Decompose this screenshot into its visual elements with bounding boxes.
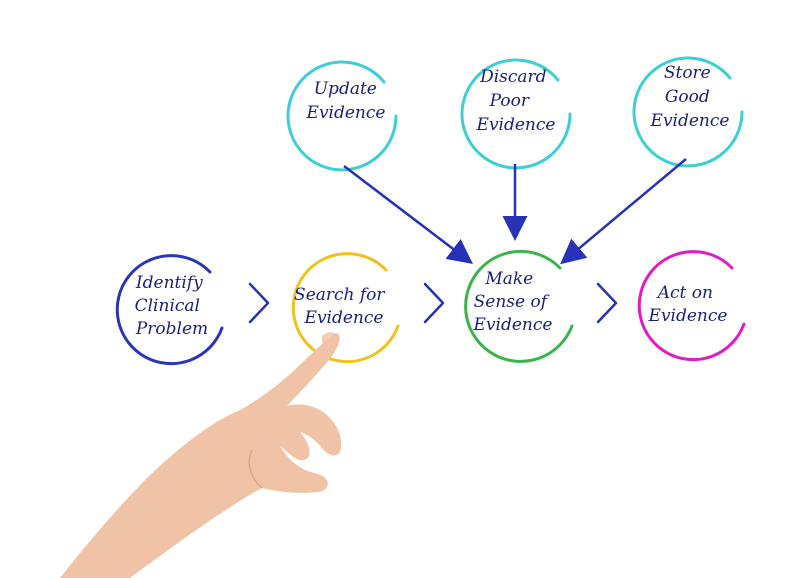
search-line-2: Evidence (304, 308, 384, 328)
search-for-evidence-label: Search for Evidence (294, 285, 390, 328)
chevron-2-icon (423, 282, 445, 324)
update-evidence-circle (286, 60, 398, 172)
identify-clinical-problem-node: Identify Clinical Problem (115, 254, 224, 366)
discard-poor-evidence-circle (460, 58, 572, 170)
update-evidence-node: Update Evidence (286, 60, 398, 172)
make-sense-line-1: Make (484, 269, 533, 289)
identify-clinical-problem-circle (115, 254, 224, 366)
store-good-evidence-circle (632, 56, 744, 168)
search-for-evidence-circle (291, 252, 400, 364)
fingernail-shape (322, 332, 338, 345)
store-line-3: Evidence (650, 111, 730, 131)
make-sense-line-2: Sense of (474, 292, 550, 312)
identify-clinical-problem-label: Identify Clinical Problem (135, 273, 209, 339)
chevron-1-icon (248, 282, 270, 324)
hand-crease-shape (248, 449, 263, 489)
update-evidence-label: Update Evidence (306, 79, 386, 123)
update-line-1: Update (314, 79, 377, 99)
search-line-1: Search for (294, 285, 385, 305)
act-line-1: Act on (656, 283, 713, 303)
arrow-store-to-make-sense (560, 158, 687, 265)
pointing-hand-image (60, 332, 342, 578)
search-for-evidence-node: Search for Evidence (291, 252, 400, 364)
arrow-update-to-make-sense (343, 165, 473, 265)
act-on-evidence-label: Act on Evidence (648, 283, 728, 326)
discard-line-3: Evidence (476, 115, 556, 135)
make-sense-of-evidence-node: Make Sense of Evidence (464, 249, 574, 363)
act-on-evidence-circle (637, 250, 746, 362)
hand-shape (60, 333, 342, 578)
identify-line-2: Clinical (135, 296, 200, 316)
make-sense-of-evidence-circle (464, 249, 574, 363)
act-on-evidence-node: Act on Evidence (637, 250, 746, 362)
make-sense-of-evidence-label: Make Sense of Evidence (473, 269, 553, 335)
discard-poor-evidence-label: Discard Poor Evidence (476, 67, 556, 135)
chevron-3-icon (596, 282, 618, 324)
discard-line-1: Discard (479, 67, 547, 87)
discard-poor-evidence-node: Discard Poor Evidence (460, 58, 572, 170)
store-line-1: Store (664, 63, 711, 83)
act-line-2: Evidence (648, 306, 728, 326)
store-line-2: Good (665, 87, 710, 107)
identify-line-3: Problem (135, 319, 208, 339)
update-line-2: Evidence (306, 103, 386, 123)
store-good-evidence-node: Store Good Evidence (632, 56, 744, 168)
make-sense-line-3: Evidence (473, 315, 553, 335)
discard-line-2: Poor (489, 91, 530, 111)
store-good-evidence-label: Store Good Evidence (650, 63, 730, 131)
identify-line-1: Identify (135, 273, 203, 293)
